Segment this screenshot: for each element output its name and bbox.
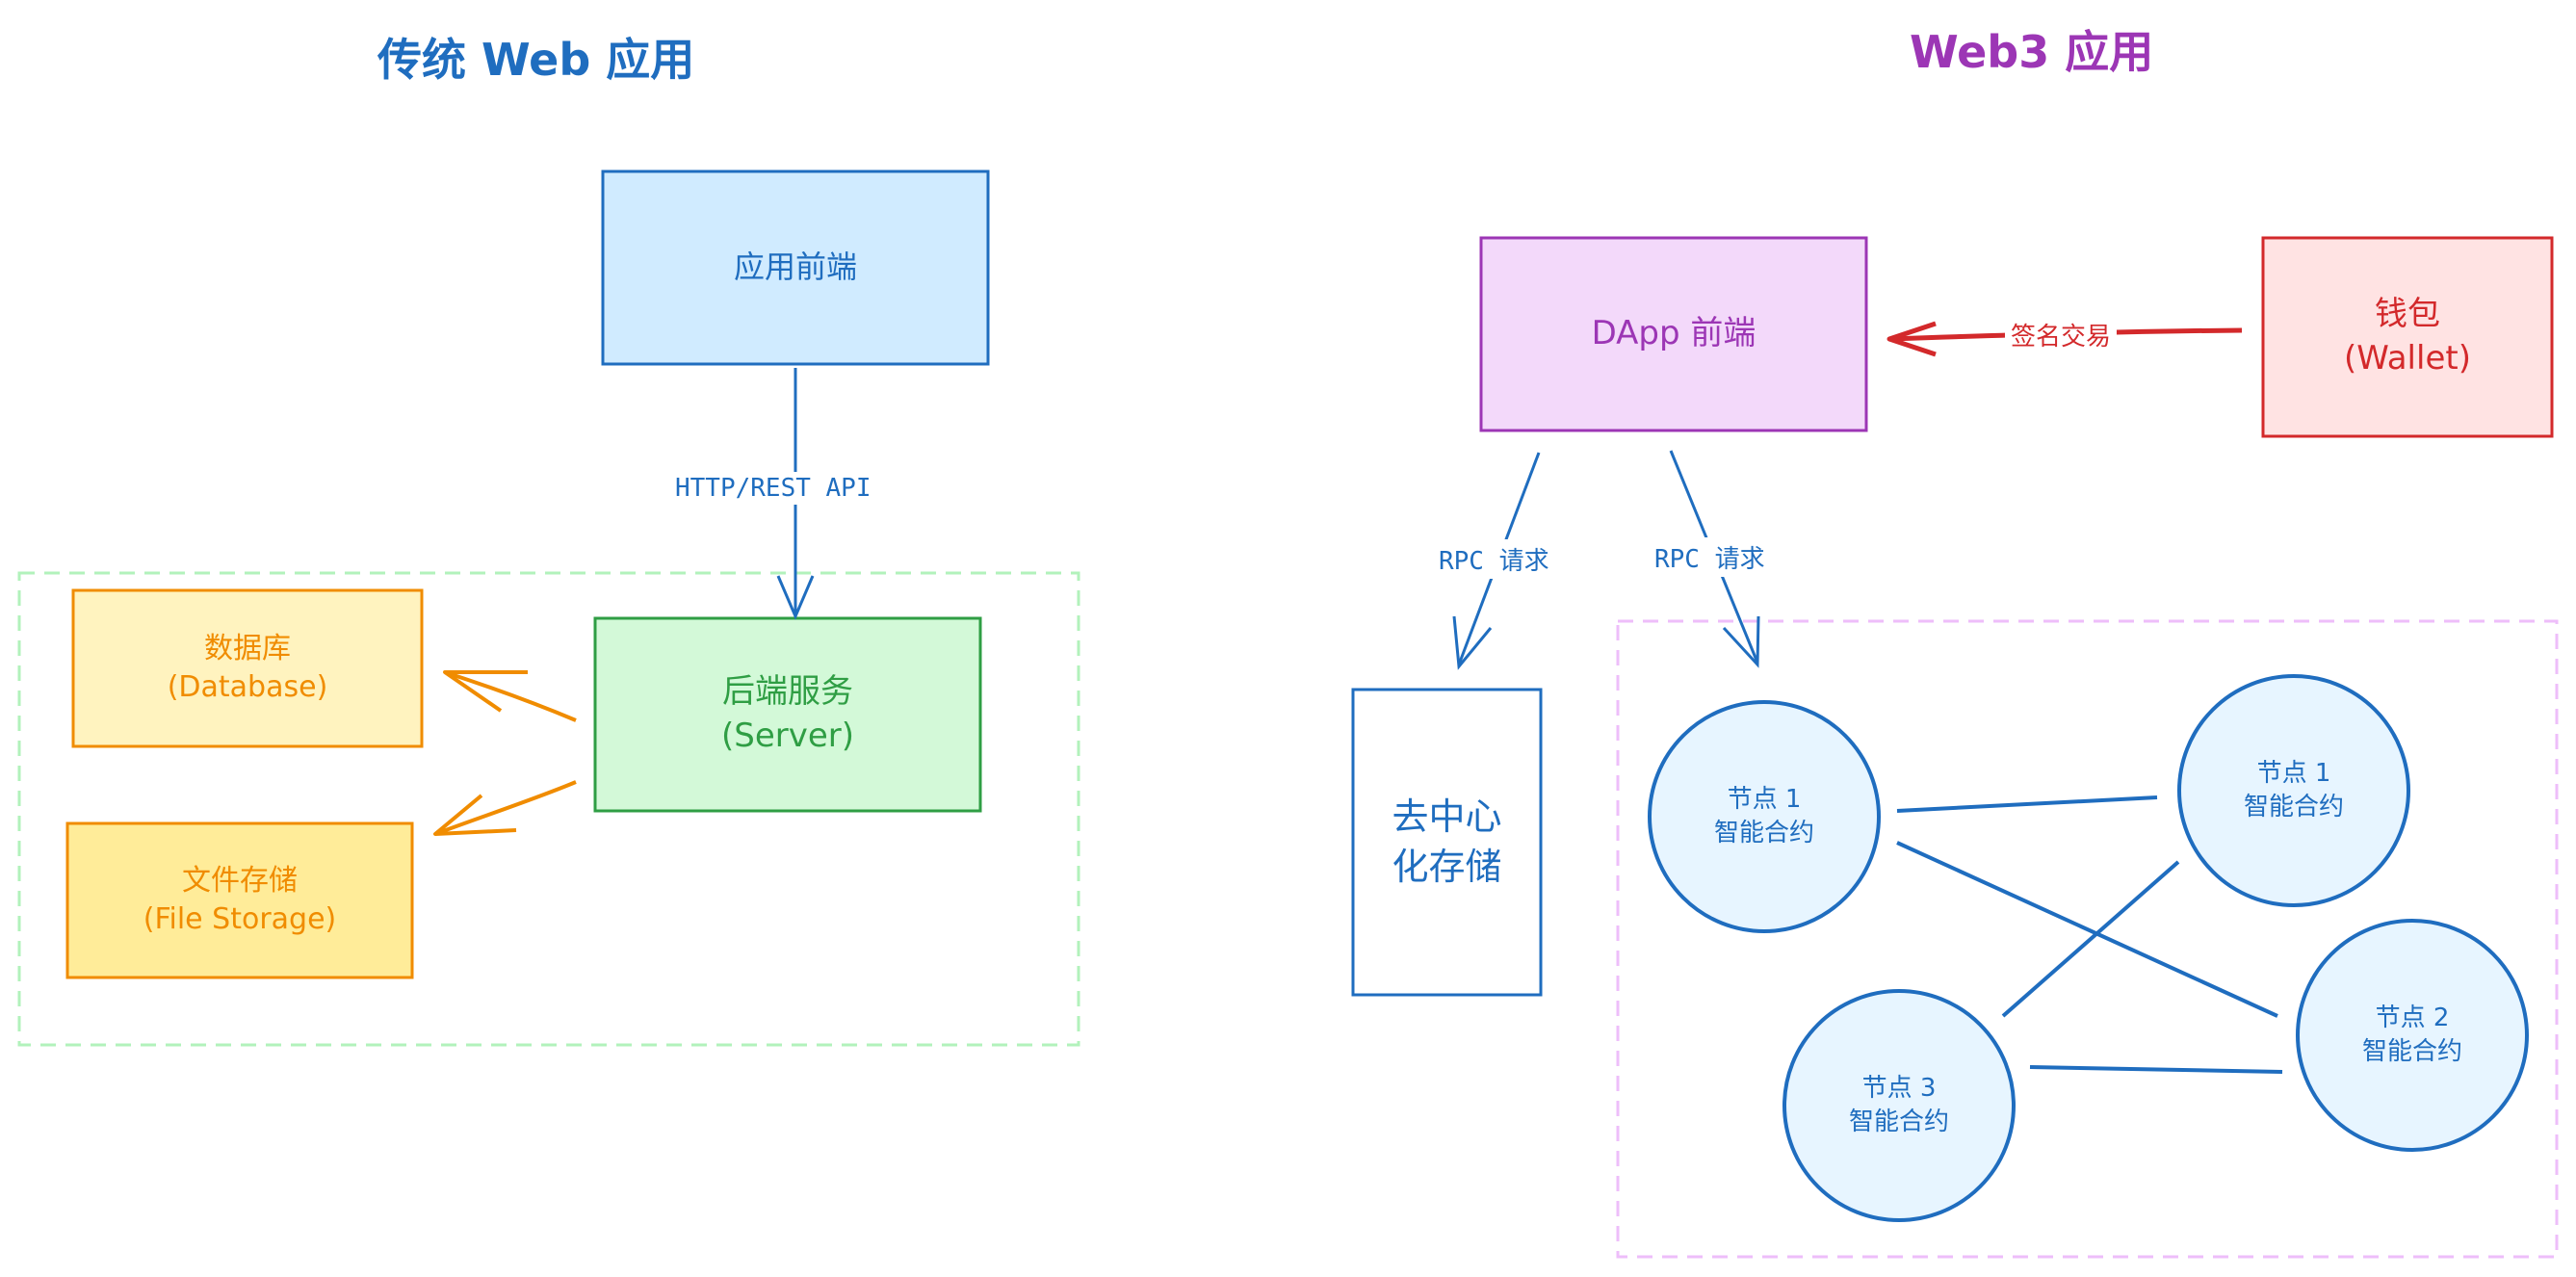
decentralized-storage-box <box>1351 688 1543 997</box>
node-c <box>2296 919 2529 1152</box>
app-frontend-label: 应用前端 <box>733 248 857 286</box>
node-b-label-line2: 智能合约 <box>2243 793 2344 821</box>
node-a-label: 节点 1 智能合约 <box>1687 769 1841 865</box>
database-label-line2: (Database) <box>167 670 328 704</box>
link-node-b-to-node-d <box>2001 860 2180 1018</box>
rpc-request-label-1: RPC 请求 <box>1433 539 1555 579</box>
server-label-line2: (Server) <box>720 717 855 755</box>
node-a-label-line2: 智能合约 <box>1713 819 1814 847</box>
file-storage-label-line1: 文件存储 <box>182 863 298 898</box>
node-c-label-line2: 智能合约 <box>2361 1037 2462 1066</box>
wallet-box <box>2261 236 2554 438</box>
node-b-label: 节点 1 智能合约 <box>2217 743 2371 839</box>
node-a <box>1648 700 1881 933</box>
node-b <box>2177 674 2410 907</box>
node-b-label-line1: 节点 1 <box>2256 758 2331 788</box>
server-label: 后端服务 (Server) <box>595 618 980 811</box>
node-c-label: 节点 2 智能合约 <box>2335 987 2489 1083</box>
server-label-line1: 后端服务 <box>722 672 853 712</box>
server-to-file-storage-arrow <box>434 780 577 836</box>
decentralized-storage-label-line2: 化存储 <box>1392 845 1502 888</box>
decentralized-storage-label: 去中心 化存储 <box>1353 690 1541 995</box>
server-box <box>593 616 982 813</box>
node-c-label-line1: 节点 2 <box>2375 1003 2450 1032</box>
dapp-frontend-label: DApp 前端 <box>1591 314 1756 353</box>
database-box <box>71 588 424 748</box>
file-storage-label: 文件存储 (File Storage) <box>67 823 412 977</box>
node-d <box>1782 989 2016 1222</box>
server-to-database-arrow-head <box>443 670 528 713</box>
rpc-arrow-to-network-head <box>1722 615 1760 668</box>
database-label-line1: 数据库 <box>204 631 291 665</box>
traditional-web-title: 传统 Web 应用 <box>377 34 695 86</box>
rpc-request-label-2: RPC 请求 <box>1649 537 1771 577</box>
rpc-arrow-to-storage-head <box>1452 615 1493 670</box>
server-to-file-storage-arrow-head <box>433 794 517 836</box>
sign-transaction-arrow-head <box>1886 321 1937 357</box>
http-rest-api-label: HTTP/REST API <box>669 472 877 505</box>
wallet-label-line2: (Wallet) <box>2344 339 2471 378</box>
file-storage-label-line2: (File Storage) <box>143 902 337 936</box>
backend-group-boundary <box>17 571 1080 1047</box>
wallet-label: 钱包 (Wallet) <box>2263 238 2552 436</box>
link-node-a-to-node-c <box>1896 841 2278 1018</box>
sign-transaction-label: 签名交易 <box>2005 315 2118 354</box>
file-storage-box <box>65 821 414 979</box>
wallet-label-line1: 钱包 <box>2375 295 2440 334</box>
node-d-label: 节点 3 智能合约 <box>1822 1057 1976 1154</box>
node-d-label-line2: 智能合约 <box>1848 1108 1949 1136</box>
app-frontend-box <box>601 169 990 366</box>
dapp-frontend-box <box>1479 236 1868 432</box>
database-label: 数据库 (Database) <box>73 590 422 746</box>
node-a-label-line1: 节点 1 <box>1727 784 1802 814</box>
link-node-d-to-node-c <box>2029 1065 2283 1074</box>
blockchain-network-boundary <box>1616 619 2559 1259</box>
server-to-database-arrow <box>444 670 577 722</box>
http-arrow-head <box>776 575 815 620</box>
node-d-label-line1: 节点 3 <box>1861 1073 1937 1103</box>
decentralized-storage-label-line1: 去中心 <box>1392 795 1502 839</box>
link-node-a-to-node-b <box>1896 795 2158 813</box>
web3-title: Web3 应用 <box>1910 26 2154 78</box>
